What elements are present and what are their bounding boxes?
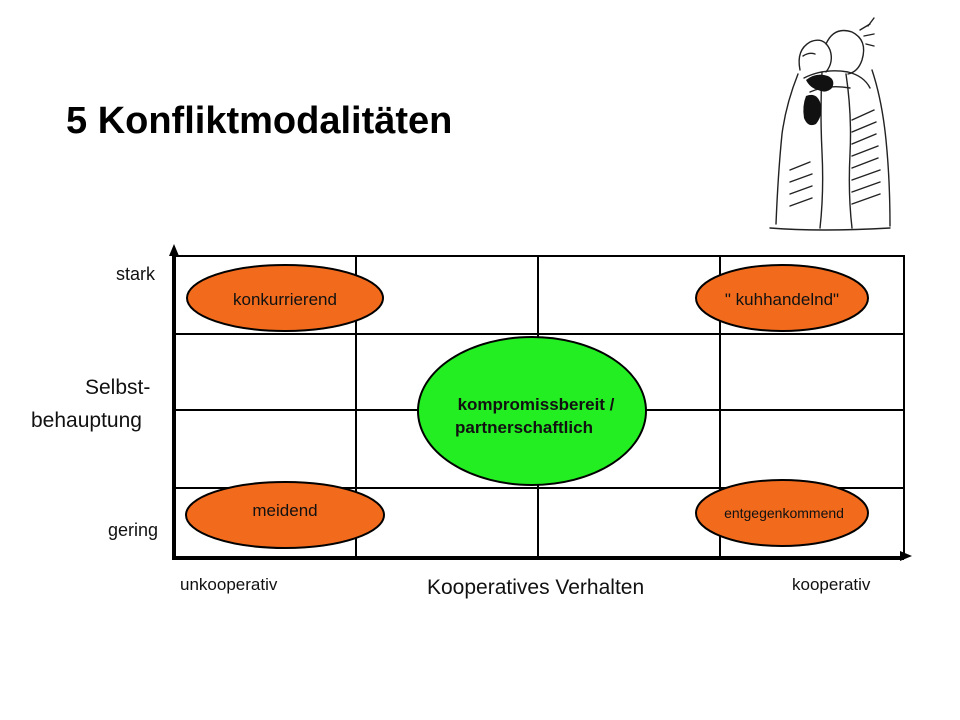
mode-bargaining-shape bbox=[695, 264, 869, 332]
slide-title: 5 Konfliktmodalitäten bbox=[66, 100, 453, 142]
mode-accommodating-label: entgegenkommend bbox=[724, 505, 844, 521]
mode-competing-label: konkurrierend bbox=[233, 290, 337, 309]
y-low-label: gering bbox=[108, 520, 158, 540]
mode-accommodating-shape bbox=[695, 479, 869, 547]
mode-compromise-label-line2: partnerschaftlich bbox=[455, 418, 593, 437]
y-axis-arrowhead bbox=[169, 244, 179, 256]
mode-compromise-shape bbox=[417, 336, 647, 486]
x-axis-label: Kooperatives Verhalten bbox=[427, 576, 644, 599]
y-high-label: stark bbox=[116, 264, 156, 284]
mode-avoiding: meidend bbox=[185, 481, 385, 549]
mode-competing-shape bbox=[186, 264, 384, 332]
mode-accommodating: entgegenkommend bbox=[695, 479, 869, 547]
hand-icon bbox=[803, 74, 834, 126]
x-high-label: kooperativ bbox=[792, 575, 871, 594]
x-low-label: unkooperativ bbox=[180, 575, 278, 594]
mode-avoiding-shape bbox=[185, 481, 385, 549]
mode-bargaining: " kuhhandelnd" bbox=[695, 264, 869, 332]
mode-bargaining-label: " kuhhandelnd" bbox=[725, 290, 839, 309]
mode-compromise-label-line1: kompromissbereit / bbox=[458, 395, 615, 414]
hugging-couple-icon bbox=[769, 17, 891, 231]
mode-compromise: kompromissbereit / partnerschaftlich bbox=[417, 336, 647, 486]
y-axis-label-line1: Selbst- bbox=[85, 376, 150, 399]
mode-avoiding-label: meidend bbox=[252, 501, 317, 520]
x-axis-arrowhead bbox=[900, 551, 912, 561]
mode-competing: konkurrierend bbox=[186, 264, 384, 332]
y-axis-label-line2: behauptung bbox=[31, 409, 142, 432]
